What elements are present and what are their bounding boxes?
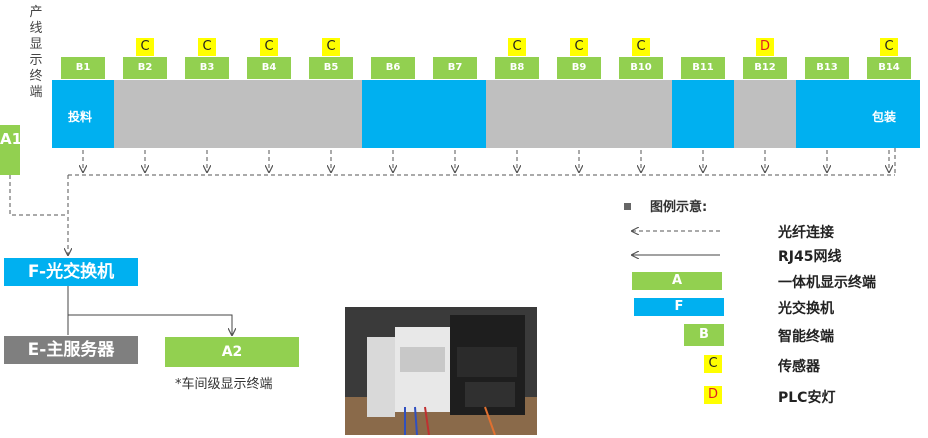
line-segment [424,80,486,148]
line-segment [114,80,176,148]
smart-terminal-tag: B14 [867,57,911,79]
smart-terminal-tag: B1 [61,57,105,79]
smart-terminal-tag: B3 [185,57,229,79]
vertical-label: 产线显示终端 [29,5,43,100]
legend-label-d: PLC安灯 [778,390,836,406]
legend-key-a: A [632,272,722,290]
a1-display-terminal: A1 [0,125,22,175]
sensor-tag: C [508,38,526,56]
legend-label-a: 一体机显示终端 [778,275,876,291]
smart-terminal-tag: B6 [371,57,415,79]
legend-title: 图例示意: [650,200,708,215]
smart-terminal-tag: B4 [247,57,291,79]
legend-key-f: F [634,298,724,316]
smart-terminal-tag: B13 [805,57,849,79]
line-segment [486,80,548,148]
segment-label: 包装 [872,110,897,124]
line-segment [238,80,300,148]
legend-label-rj45: RJ45网线 [778,249,842,265]
smart-terminal-tag: B7 [433,57,477,79]
sensor-tag: C [632,38,650,56]
smart-terminal-tag: B5 [309,57,353,79]
line-segment [300,80,362,148]
sensor-tag: C [136,38,154,56]
line-segment [734,80,796,148]
legend-label-b: 智能终端 [778,329,834,345]
sensor-tag: C [198,38,216,56]
smart-terminal-tag: B8 [495,57,539,79]
legend-label-fiber: 光纤连接 [778,225,834,241]
hardware-photo-drawing [345,307,537,435]
smart-terminal-tag: B9 [557,57,601,79]
line-segment [362,80,424,148]
line-segment [176,80,238,148]
legend-label-f: 光交换机 [778,301,834,317]
line-segment [858,80,920,148]
line-segment [610,80,672,148]
a2-workshop-display: A2 [165,337,299,367]
smart-terminal-tag: B12 [743,57,787,79]
sensor-tag: C [880,38,898,56]
legend-key-b: B [684,324,724,346]
smart-terminal-tag: B10 [619,57,663,79]
legend-key-c: C [704,355,722,373]
sensor-tag: C [570,38,588,56]
legend-key-d: D [704,386,722,404]
line-segment [796,80,858,148]
optical-switch: F-光交换机 [4,258,138,286]
plc-andon-tag: D [756,38,774,56]
a2-caption: *车间级显示终端 [175,377,273,392]
smart-terminal-tag: B11 [681,57,725,79]
legend-label-c: 传感器 [778,359,820,375]
line-segment [672,80,734,148]
line-segment [548,80,610,148]
segment-label: 投料 [68,110,93,124]
sensor-tag: C [322,38,340,56]
main-server: E-主服务器 [4,336,138,364]
sensor-tag: C [260,38,278,56]
legend: 图例示意: 光纤连接 RJ45网线 A 一体机显示终端 F 光交换机 B 智能终… [620,196,920,416]
legend-bullet-icon [624,203,631,210]
line-segment [52,80,114,148]
hardware-photo [345,307,537,435]
smart-terminal-tag: B2 [123,57,167,79]
